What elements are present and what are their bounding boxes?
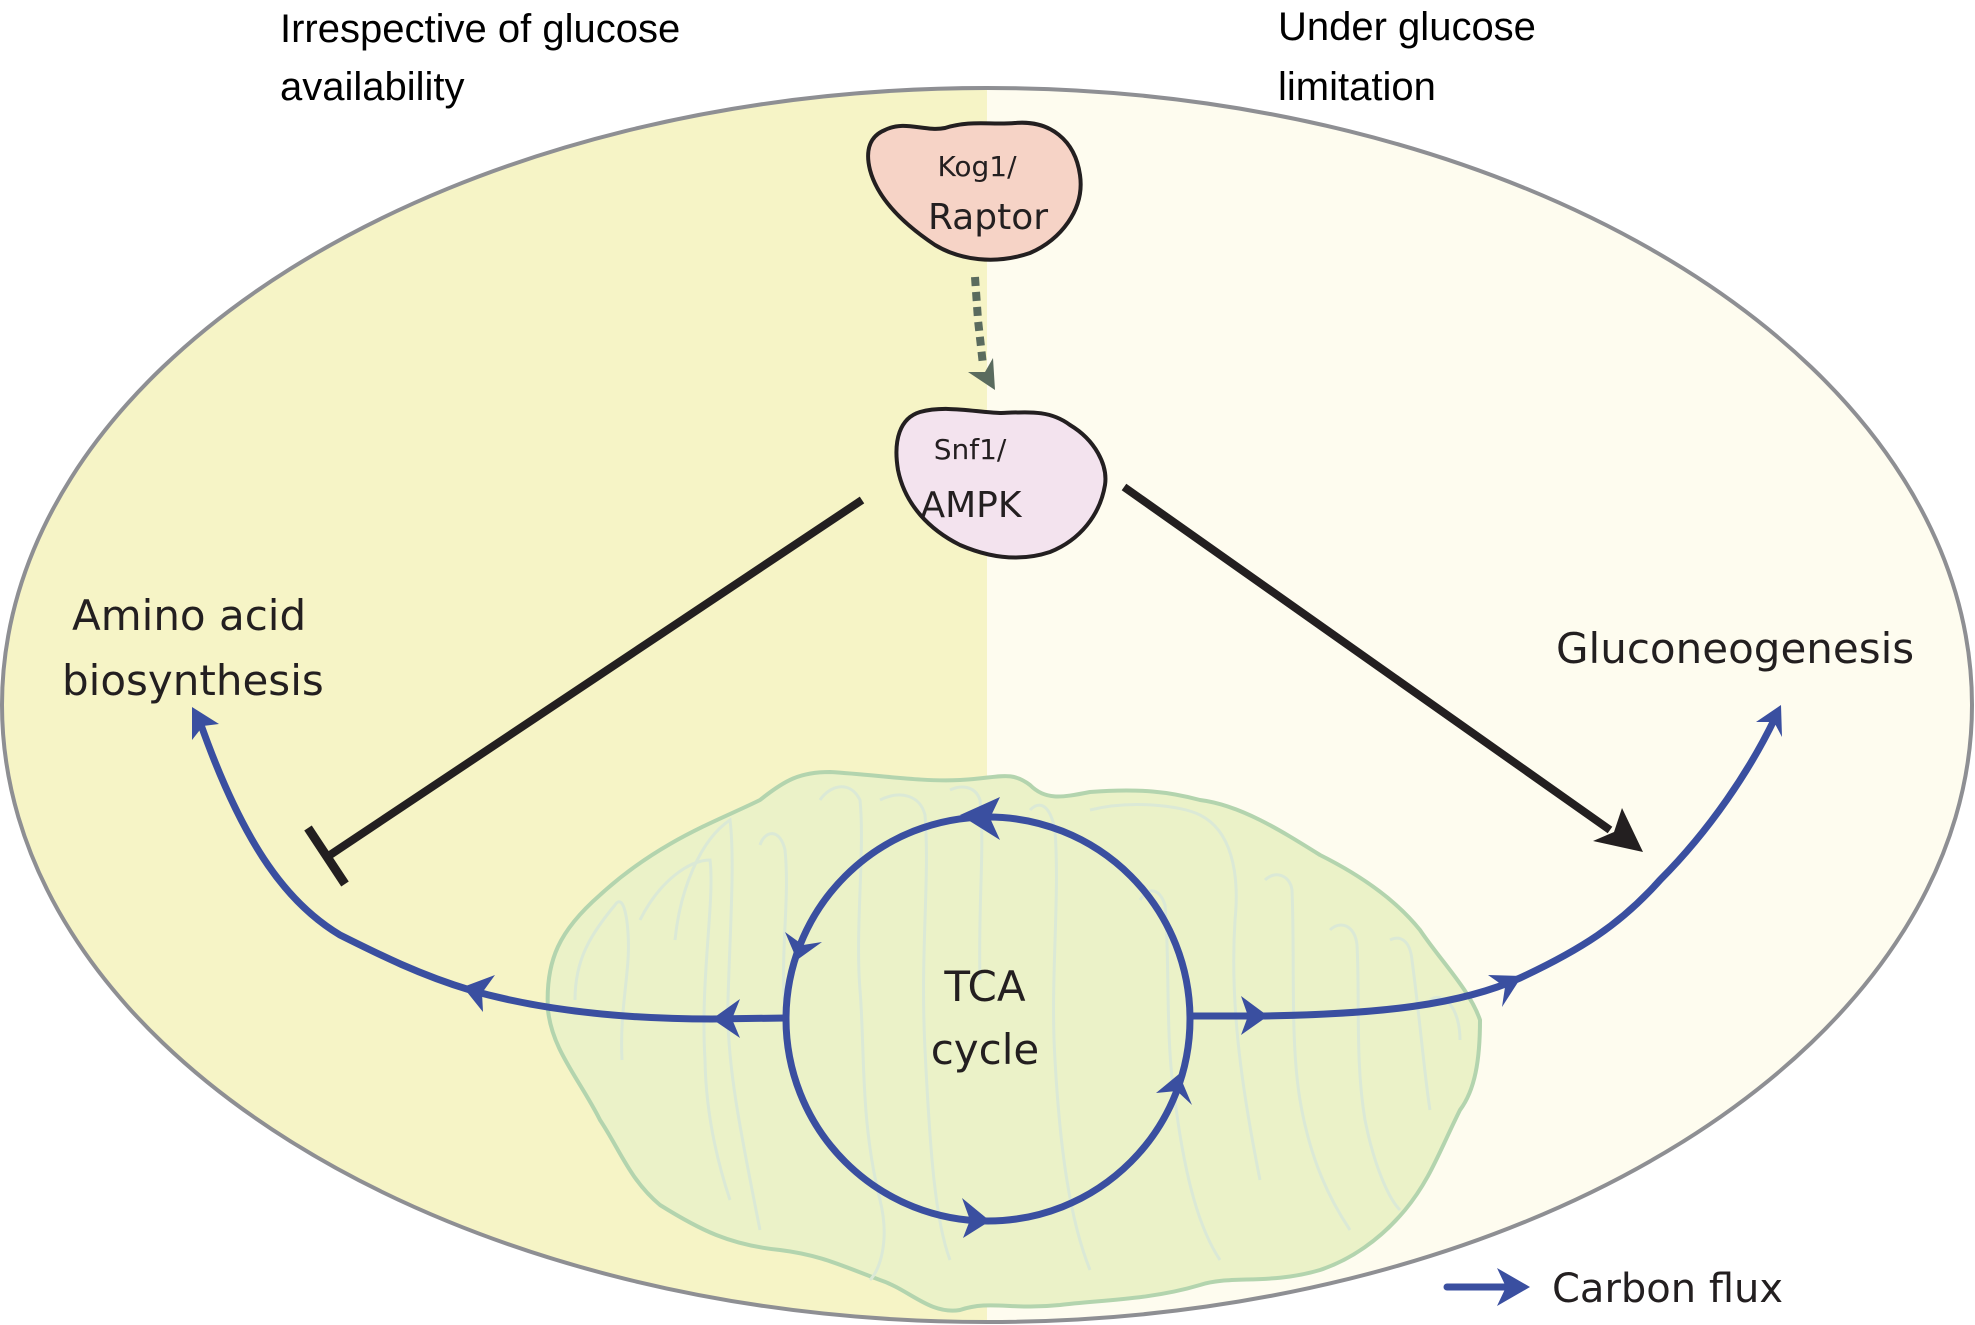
mitochondrion xyxy=(545,769,1483,1313)
left-header-line2: availability xyxy=(280,65,465,109)
flux-arrowhead-gluconeogenesis xyxy=(1756,705,1782,737)
tca-label-line1: TCA xyxy=(943,962,1026,1011)
flux-path-to-gluconeogenesis xyxy=(1190,716,1779,1020)
kog1-raptor-shape xyxy=(866,120,1083,262)
snf1-ampk-node: Snf1/ AMPK xyxy=(894,406,1108,560)
amino-acid-label-line2: biosynthesis xyxy=(62,656,324,705)
amino-acid-label-line1: Amino acid xyxy=(72,591,306,640)
mitochondrion-outline xyxy=(545,769,1483,1313)
activation-line xyxy=(1121,483,1613,834)
snf1-ampk-shape xyxy=(894,406,1108,560)
carbon-flux-right xyxy=(1190,705,1782,1035)
legend-label: Carbon flux xyxy=(1552,1266,1783,1312)
carbon-flux-left xyxy=(192,707,787,1038)
tca-label-line2: cycle xyxy=(931,1025,1040,1074)
dotted-arrowhead xyxy=(968,358,995,390)
mitochondrion-cristae xyxy=(573,785,1462,1282)
activation-arrowhead xyxy=(1593,808,1643,852)
dotted-arrow xyxy=(968,276,995,390)
tca-arrow-left xyxy=(785,932,822,960)
flux-arrowhead-amino-acid xyxy=(192,707,219,740)
flux-arrowhead-left-2 xyxy=(463,975,495,1012)
left-header-line1: Irrespective of glucose xyxy=(280,7,680,51)
ampk-label: AMPK xyxy=(920,485,1022,526)
raptor-label: Raptor xyxy=(928,197,1048,238)
flux-arrowhead-left-1 xyxy=(712,999,740,1038)
inhibition-bar xyxy=(304,825,349,887)
flux-path-to-amino-acid xyxy=(196,720,787,1023)
activation-arrow xyxy=(1121,483,1643,852)
inhibition-line xyxy=(327,496,865,859)
tca-arrow-bottom xyxy=(962,1198,990,1238)
legend: Carbon flux xyxy=(1443,1266,1783,1312)
blue-arrow-icon xyxy=(1443,1268,1530,1306)
snf1-label: Snf1/ xyxy=(934,433,1007,466)
right-header-line1: Under glucose xyxy=(1278,5,1536,49)
kog1-label: Kog1/ xyxy=(937,150,1017,183)
flux-arrowhead-right-2 xyxy=(1488,975,1522,1007)
cell-outline xyxy=(0,86,1974,1324)
right-header-line2: limitation xyxy=(1278,65,1436,109)
tca-arrow-top xyxy=(960,797,1000,840)
kog1-raptor-node: Kog1/ Raptor xyxy=(866,120,1083,262)
tca-arrow-right xyxy=(1156,1074,1192,1105)
inhibition-arrow xyxy=(304,496,865,887)
gluconeogenesis-label: Gluconeogenesis xyxy=(1556,624,1914,673)
flux-arrowhead-right-1 xyxy=(1241,996,1268,1035)
